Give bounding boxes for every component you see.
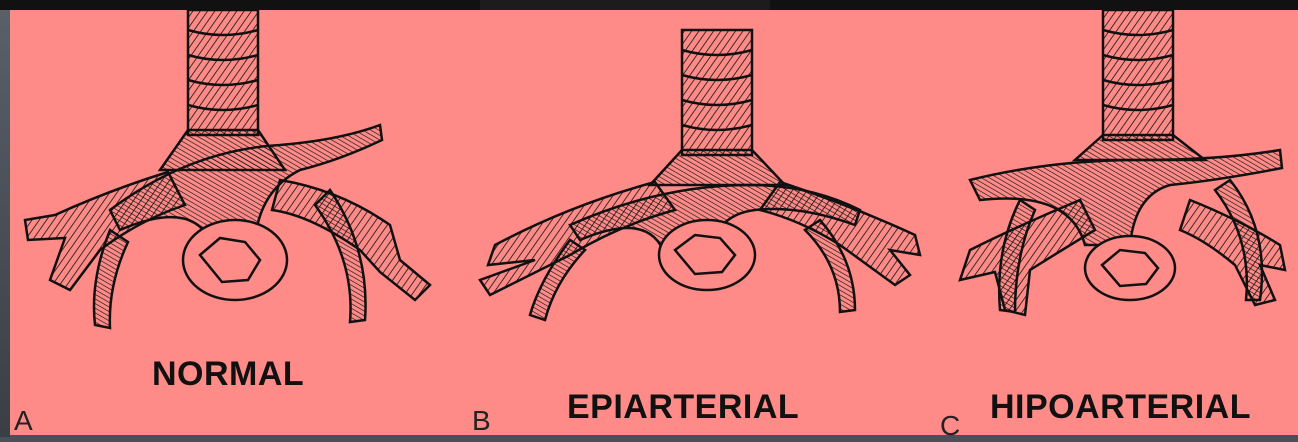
carina-hipoarterial	[1075, 135, 1205, 160]
aorta-section-hipoarterial	[1085, 236, 1175, 300]
trachea-hipoarterial	[1103, 10, 1173, 140]
caption-hipoarterial: HIPOARTERIAL	[990, 388, 1251, 427]
trachea-normal	[188, 10, 258, 135]
panel-letter-c: C	[940, 410, 960, 442]
trachea-bronchus-normal-drawing	[25, 10, 430, 328]
panel-letter-a: A	[14, 405, 33, 437]
trachea-bronchus-epiarterial-drawing	[480, 30, 920, 320]
aorta-section-normal	[183, 220, 287, 300]
carina-epiarterial	[650, 150, 785, 185]
aorta-section-epiarterial	[659, 220, 755, 290]
panel-letter-b: B	[472, 405, 491, 437]
caption-normal: NORMAL	[152, 355, 304, 394]
caption-epiarterial: EPIARTERIAL	[567, 388, 799, 427]
left-border-strip	[0, 10, 10, 437]
top-bar	[0, 0, 1298, 10]
figure-panel: NORMAL A EPIARTERIAL B HIPOARTERIAL C	[10, 10, 1298, 435]
trachea-bronchus-hipoarterial-drawing	[960, 10, 1285, 315]
top-bar-segment	[480, 0, 770, 10]
trachea-epiarterial	[682, 30, 752, 155]
